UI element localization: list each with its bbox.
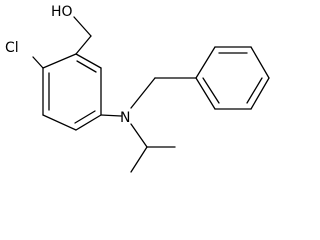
phenyl-bond-1 (195, 46, 216, 79)
phenyl-inner-double-bond-3 (202, 77, 220, 104)
bond-ring-to-chlorine (32, 56, 44, 69)
bond-methylene-to-hydroxyl (73, 16, 92, 37)
bond-isopropyl-methyl-1 (130, 146, 148, 173)
chlorophenyl-ring (42, 53, 102, 131)
ring-bond-c6-c1 (42, 53, 77, 69)
phenyl-ring (195, 46, 270, 110)
hydroxyl-label: HO (51, 4, 73, 20)
ring-inner-double-bond-2 (74, 110, 96, 124)
phenyl-bond-3 (250, 46, 270, 79)
chlorine-label: Cl (5, 40, 19, 56)
ring-bond-c1-c2 (75, 53, 102, 69)
ring-inner-double-bond-1 (76, 60, 97, 73)
bond-nitrogen-to-isopropyl-ch (130, 123, 148, 148)
bond-nitrogen-to-benzyl-ch2 (130, 77, 156, 109)
ring-bond-c4-c5 (42, 114, 77, 131)
ring-bond-c3-c4 (75, 114, 102, 131)
bond-ring-to-nitrogen (100, 114, 122, 117)
phenyl-bond-4 (250, 77, 270, 110)
bond-ring-to-methylene (75, 35, 92, 55)
phenyl-inner-double-bond-2 (246, 77, 263, 104)
chemical-structure-diagram: HO Cl N (5, 4, 270, 173)
nitrogen-label: N (120, 110, 130, 126)
phenyl-bond-6 (195, 77, 216, 110)
